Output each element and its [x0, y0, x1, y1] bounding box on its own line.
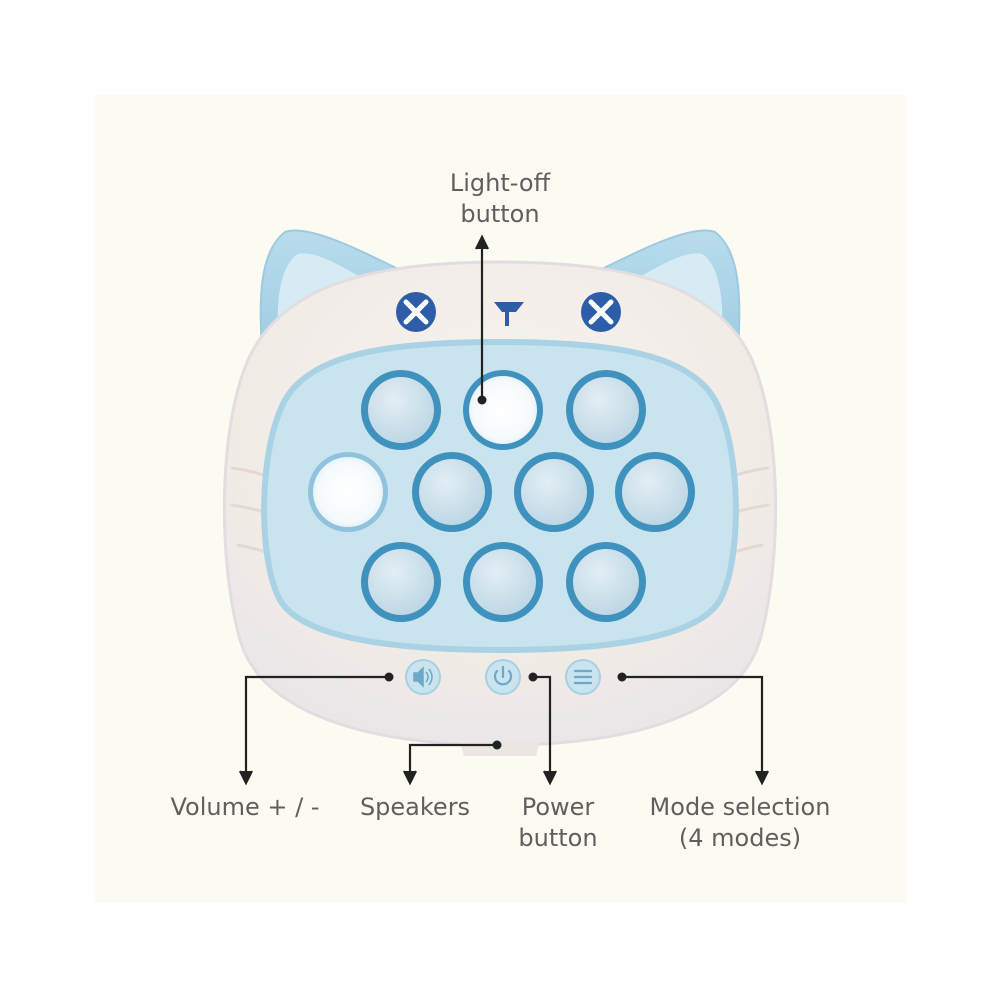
- volume-line: [244, 675, 389, 780]
- power-button[interactable]: [485, 659, 521, 695]
- pop-bubbles[interactable]: [308, 370, 695, 622]
- lit-bubble-left: [313, 457, 383, 527]
- volume-arrow: [239, 770, 253, 786]
- speakers-arrow: [403, 770, 417, 786]
- menu-lines-icon: [573, 669, 593, 685]
- speakers-line: [408, 743, 497, 780]
- callout-pointers: [239, 234, 769, 786]
- volume-label-line-1: Volume + / -: [170, 793, 320, 821]
- bubble-row-2: [308, 452, 695, 532]
- mode-label-line-2: (4 modes): [678, 824, 802, 852]
- mode-arrow: [755, 770, 769, 786]
- mode-line: [622, 675, 764, 780]
- light-off-arrow: [475, 234, 489, 250]
- mode-button[interactable]: [565, 659, 601, 695]
- mode-label-line-1: Mode selection: [649, 793, 831, 821]
- light-off-label-line-2: button: [460, 200, 540, 228]
- light-off-button-label: Light-off button: [400, 168, 600, 230]
- volume-button[interactable]: [405, 659, 441, 695]
- bubble-row-1: [361, 370, 646, 450]
- speakers-label: Speakers: [330, 792, 500, 823]
- power-icon: [493, 665, 513, 686]
- light-off-label-line-1: Light-off: [449, 169, 551, 197]
- volume-label: Volume + / -: [145, 792, 345, 823]
- lit-bubble-top: [469, 376, 537, 444]
- power-arrow: [543, 770, 557, 786]
- mode-selection-label: Mode selection (4 modes): [620, 792, 860, 854]
- power-button-label: Power button: [478, 792, 638, 854]
- nose-icon: [494, 302, 524, 326]
- power-label-line-2: button: [518, 824, 598, 852]
- bubble-row-3: [361, 542, 646, 622]
- speakers-label-line-1: Speakers: [359, 793, 471, 821]
- speaker-icon: [413, 666, 433, 688]
- face: [396, 292, 621, 332]
- power-line: [533, 675, 552, 780]
- power-label-line-1: Power: [521, 793, 595, 821]
